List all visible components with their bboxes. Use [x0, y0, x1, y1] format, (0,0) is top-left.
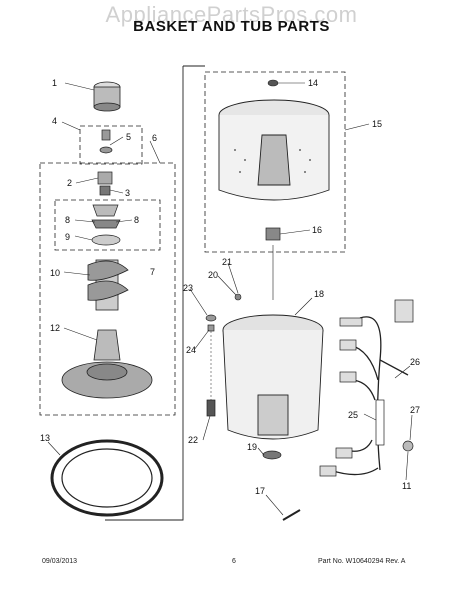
callout-19: 19	[247, 442, 257, 452]
drive-hub-part	[265, 227, 281, 241]
callout-8-right: 8	[134, 215, 139, 225]
page-title: BASKET AND TUB PARTS	[133, 18, 330, 35]
callout-4: 4	[52, 116, 57, 126]
agitator-base-part	[61, 329, 153, 399]
callout-2: 2	[67, 178, 72, 188]
group-box-4	[79, 125, 143, 165]
callout-10: 10	[50, 268, 60, 278]
callout-8-left: 8	[65, 215, 70, 225]
outer-tub-part	[222, 314, 324, 440]
balance-ring-part	[50, 439, 164, 517]
callout-25: 25	[348, 410, 358, 420]
group-box-7	[54, 199, 161, 251]
callout-3: 3	[125, 188, 130, 198]
snubber-parts	[205, 314, 217, 417]
callout-7: 7	[150, 267, 155, 277]
callout-14: 14	[308, 78, 318, 88]
callout-26: 26	[410, 357, 420, 367]
footer-page: 6	[232, 558, 236, 565]
drain-hose-tie-part	[282, 509, 301, 521]
callout-13: 13	[40, 433, 50, 443]
bolt-part	[99, 129, 113, 154]
callout-23: 23	[183, 283, 193, 293]
agitator-dogs-part	[91, 204, 121, 229]
callout-16: 16	[312, 225, 322, 235]
agitator-cap-part	[93, 81, 121, 112]
footer-date: 09/03/2013	[42, 558, 78, 565]
callout-21: 21	[222, 257, 232, 267]
nut-part	[267, 79, 279, 87]
callout-15: 15	[372, 119, 382, 129]
callout-20: 20	[208, 270, 218, 280]
washer-part	[91, 234, 121, 246]
group-box-6	[39, 162, 176, 416]
dog-coupling-part	[97, 171, 113, 196]
basket-part	[218, 99, 330, 201]
callout-11: 11	[402, 481, 411, 491]
callout-24: 24	[186, 345, 196, 355]
callout-5: 5	[126, 132, 131, 142]
callout-17: 17	[255, 486, 265, 496]
callout-12: 12	[50, 323, 60, 333]
harness-connectors	[319, 299, 414, 477]
bracket-line	[105, 66, 184, 521]
clip-part	[234, 293, 242, 301]
group-box-15	[204, 71, 346, 253]
callout-9: 9	[65, 232, 70, 242]
callout-1: 1	[52, 78, 57, 88]
callout-labels: 1 2 3 4 5 6 7 8 8 9 10 11 12 13 14 15 16…	[40, 78, 420, 496]
callout-6: 6	[152, 133, 157, 143]
callout-27: 27	[410, 405, 420, 415]
callout-22: 22	[188, 435, 198, 445]
footer-part-number: Part No. W10640294 Rev. A	[318, 558, 406, 565]
callout-18: 18	[314, 289, 324, 299]
tub-seal-part	[262, 450, 282, 460]
auger-part	[87, 259, 129, 311]
sensor-part	[402, 440, 414, 452]
watermark: AppliancePartsPros.com	[105, 2, 358, 27]
